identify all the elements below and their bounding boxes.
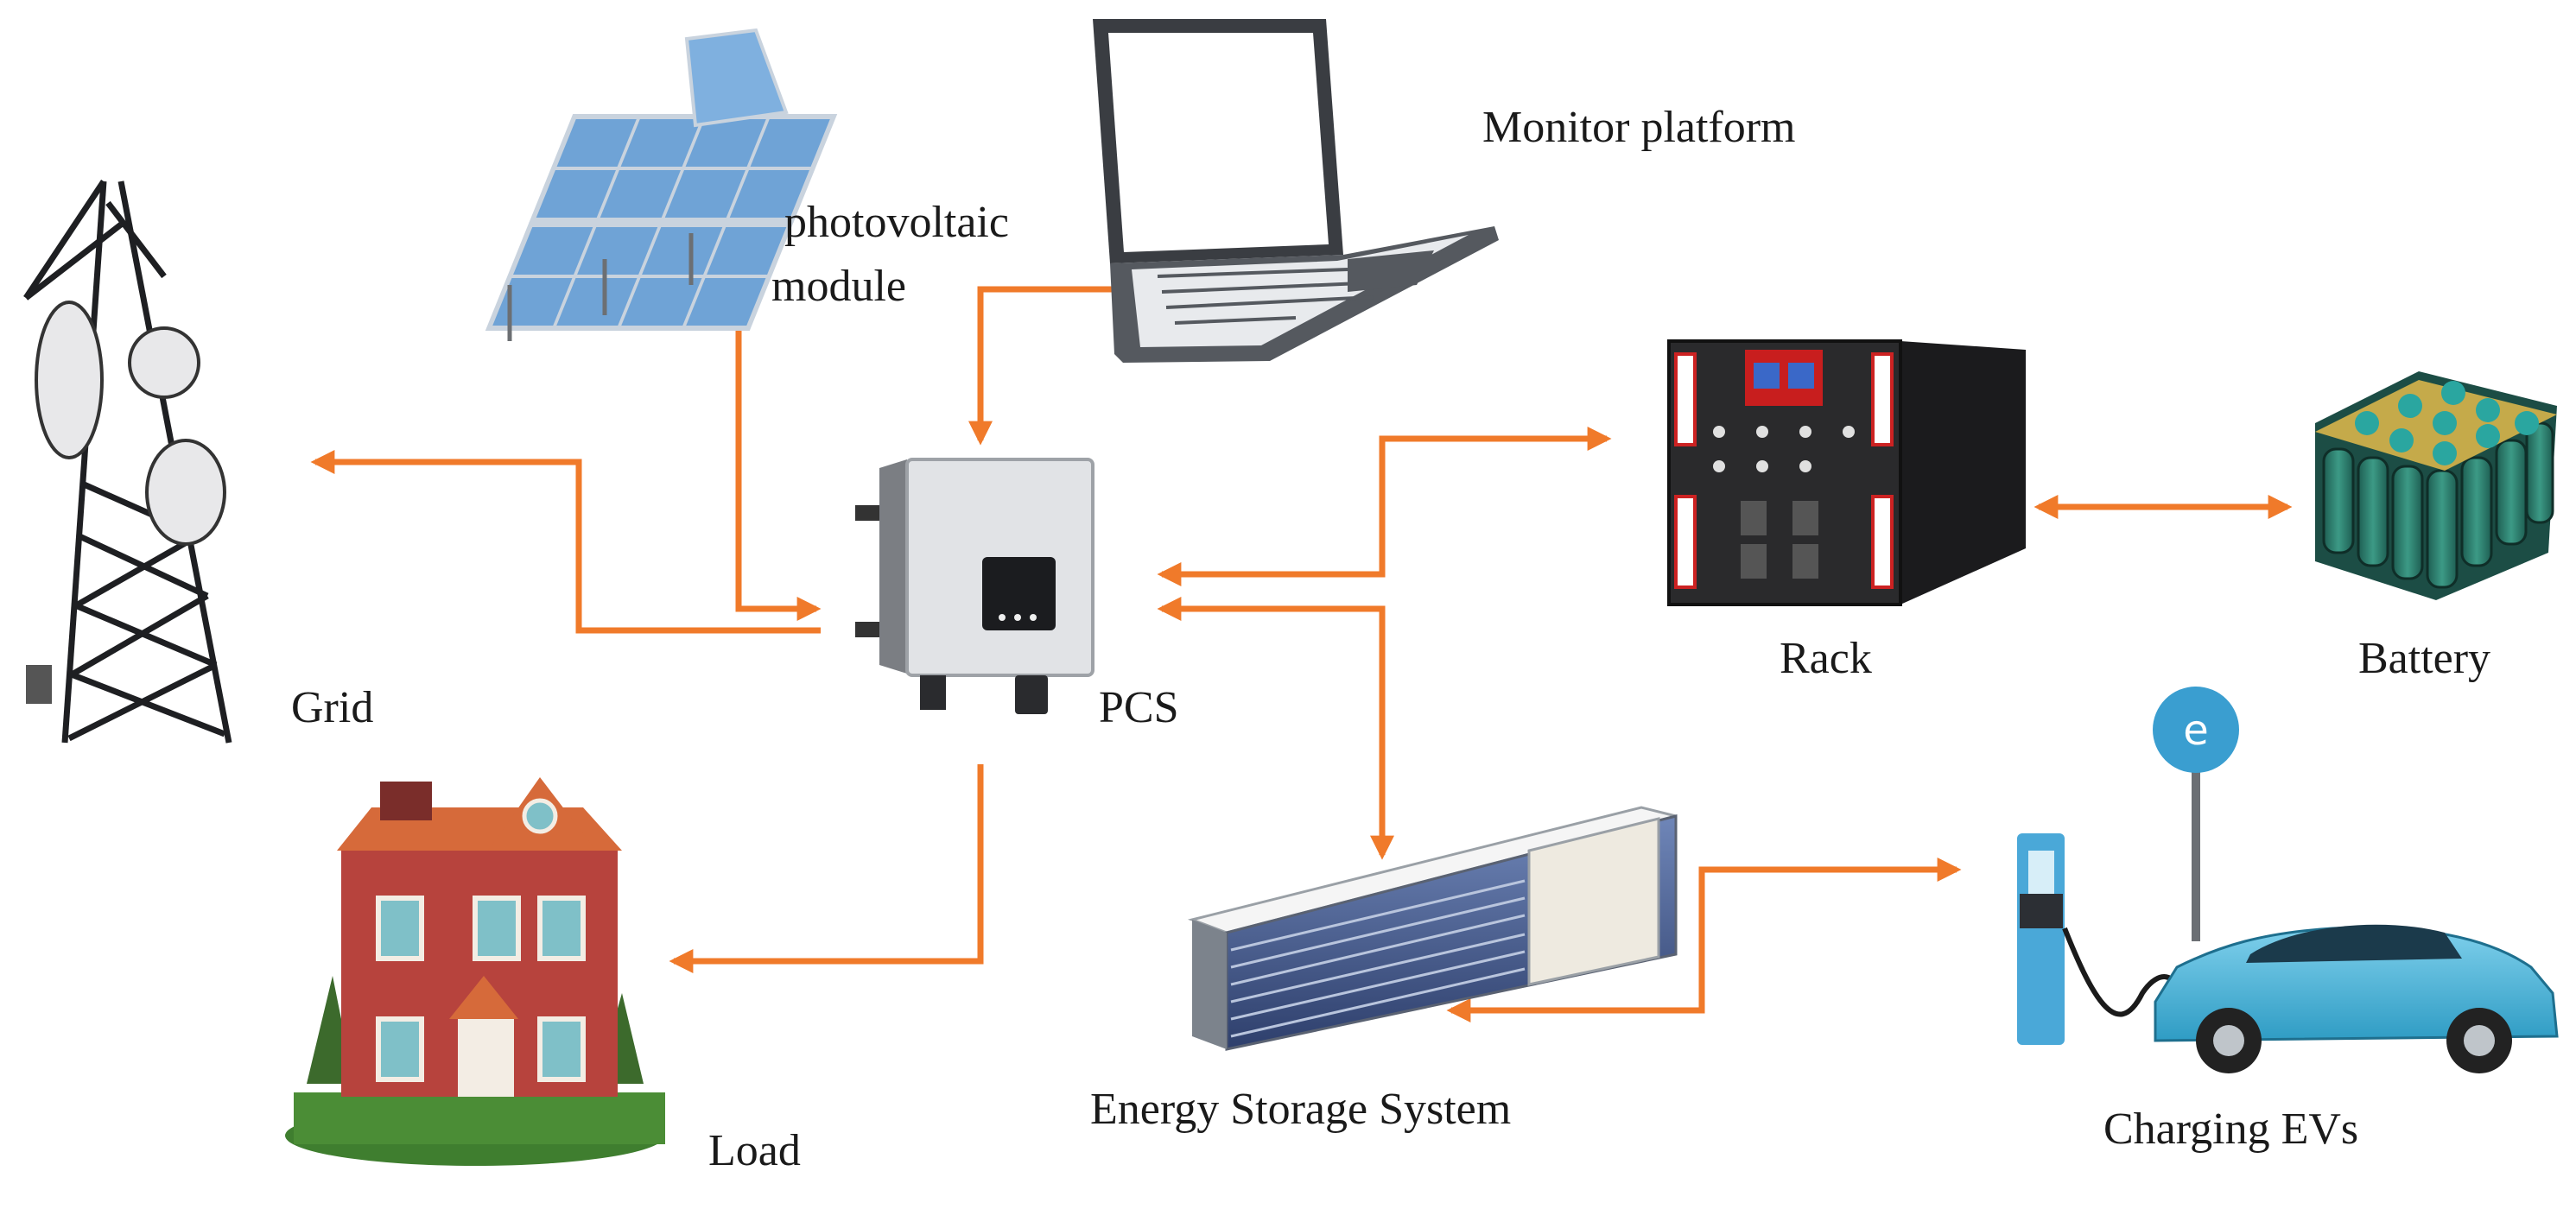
antenna-dish-icon bbox=[26, 301, 226, 704]
laptop-icon bbox=[1093, 19, 1499, 363]
label-pcs: PCS bbox=[1099, 683, 1179, 732]
storage-container-icon bbox=[1187, 806, 1678, 1051]
arrow-pv-to-pcs bbox=[735, 320, 822, 621]
label-charging-evs: Charging EVs bbox=[2103, 1105, 2359, 1154]
house-icon bbox=[285, 777, 665, 1166]
svg-text:e: e bbox=[2183, 706, 2209, 755]
arrow-pcs-to-grid bbox=[310, 450, 821, 634]
arrow-pcs-rack bbox=[1157, 427, 1612, 586]
label-load: Load bbox=[708, 1126, 801, 1175]
label-rack: Rack bbox=[1780, 634, 1872, 683]
arrow-ess-ev bbox=[1446, 858, 1962, 1022]
rack-cabinet-icon bbox=[1667, 339, 2026, 606]
solar-panel-icon bbox=[485, 28, 838, 341]
battery-pack-icon bbox=[2315, 371, 2557, 600]
arrow-pcs-ess bbox=[1157, 597, 1394, 860]
inverter-icon bbox=[855, 458, 1094, 714]
arrow-pcs-monitor bbox=[968, 277, 1167, 446]
label-photovoltaic: photovoltaic bbox=[784, 198, 1009, 247]
label-module: module bbox=[771, 262, 906, 311]
label-monitor-platform: Monitor platform bbox=[1482, 103, 1796, 152]
flow-arrows bbox=[310, 277, 2293, 1022]
label-battery: Battery bbox=[2358, 634, 2491, 683]
label-grid: Grid bbox=[291, 683, 374, 732]
ev-charger-car-icon: e bbox=[2017, 687, 2559, 1073]
label-energy-storage-system: Energy Storage System bbox=[1090, 1085, 1512, 1134]
arrow-pcs-to-load bbox=[669, 764, 984, 973]
